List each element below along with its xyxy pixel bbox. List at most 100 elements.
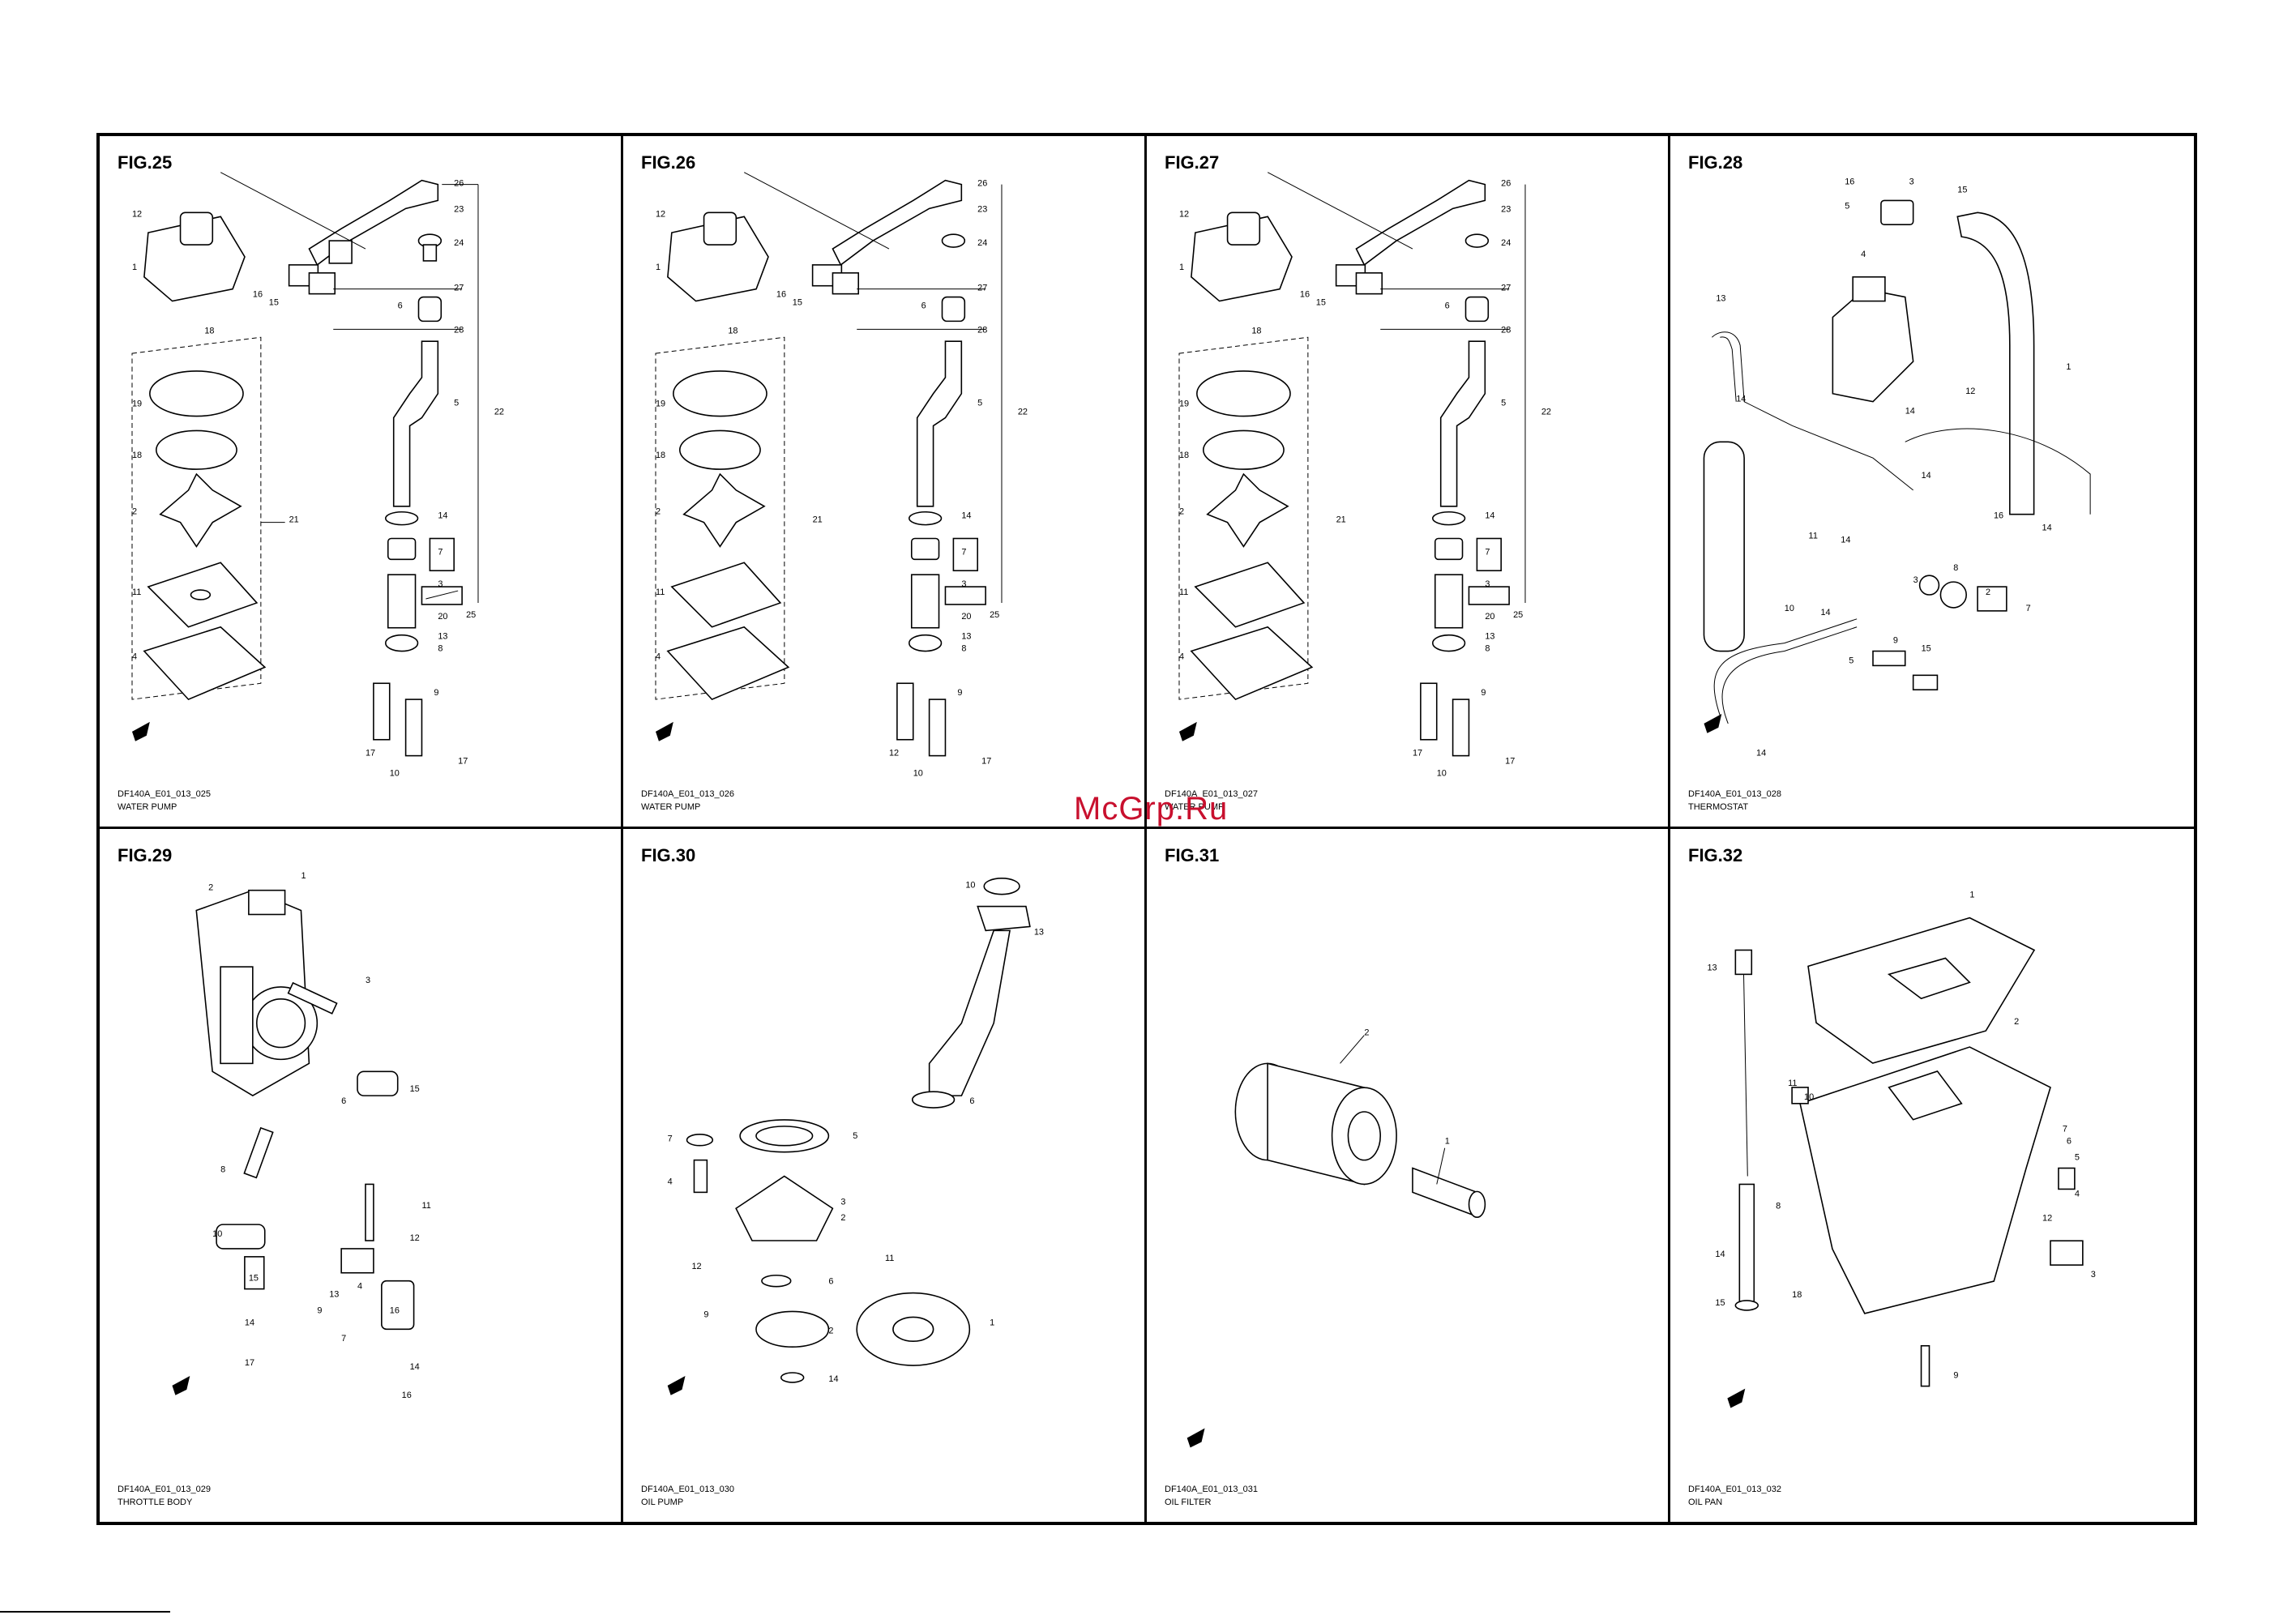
callout-number: 7 [668, 1134, 673, 1144]
callout-number: 12 [691, 1262, 701, 1271]
callout-number: 7 [2063, 1125, 2067, 1134]
callout-number: 2 [656, 507, 661, 517]
callout-number: 27 [1501, 284, 1511, 293]
callout-number: 5 [454, 399, 459, 408]
callout-number: 8 [1953, 563, 1958, 573]
callout-number: 7 [438, 547, 443, 557]
callout-number: 18 [1792, 1290, 1802, 1300]
footer-divider [0, 1611, 170, 1613]
callout-number: 1 [2066, 362, 2071, 372]
callout-number: 5 [1849, 656, 1853, 665]
callout-number: 8 [961, 644, 966, 654]
callout-number: 5 [1501, 399, 1506, 408]
callout-number: 10 [212, 1229, 222, 1239]
watermark-text: McGrp.Ru [1074, 791, 1229, 827]
figure-title: FIG.26 [641, 152, 696, 173]
callout-number: 25 [466, 610, 476, 620]
callout-number: 17 [1413, 749, 1422, 758]
callout-number: 3 [1909, 177, 1914, 187]
callout-number: 17 [981, 757, 991, 767]
callout-number: 16 [1994, 511, 2003, 521]
callout-number: 12 [656, 209, 665, 219]
callout-number: 9 [703, 1310, 708, 1319]
callout-number: 3 [840, 1197, 845, 1207]
callout-number: 14 [1820, 608, 1830, 617]
callout-number: 18 [1251, 326, 1261, 335]
callout-number: 14 [1756, 749, 1766, 758]
callout-number: 11 [1179, 587, 1188, 597]
callout-number: 12 [410, 1233, 420, 1243]
callout-number: 13 [1707, 963, 1717, 972]
callout-number: 8 [220, 1165, 225, 1175]
callout-number: 9 [1953, 1371, 1958, 1381]
callout-number: 2 [828, 1326, 833, 1335]
figure-panel-25: FIG.25 [100, 136, 623, 829]
figure-code: DF140A_E01_013_031 [1165, 1485, 1258, 1494]
callout-number: 2 [840, 1213, 845, 1223]
callout-number: 26 [454, 179, 464, 189]
callout-number: 6 [1445, 301, 1450, 311]
callout-number: 5 [977, 399, 982, 408]
figure-code: DF140A_E01_013_028 [1688, 789, 1781, 799]
callout-number: 24 [1501, 238, 1511, 248]
callout-number: 14 [410, 1362, 420, 1372]
callout-number: 11 [656, 587, 665, 597]
callout-number: 4 [1861, 250, 1866, 259]
callout-number: 2 [2014, 1017, 2019, 1027]
callout-number: 21 [813, 515, 823, 525]
callout-number: 8 [1776, 1201, 1781, 1211]
figure-title: FIG.25 [118, 152, 173, 173]
callout-number: 11 [1788, 1079, 1797, 1088]
parts-diagram-sheet: FIG.25 [96, 133, 2197, 1525]
callout-number: 16 [1300, 290, 1310, 300]
callout-number: 14 [961, 511, 971, 521]
callout-number: 15 [1715, 1298, 1725, 1308]
figure-caption: OIL PAN [1688, 1498, 1723, 1507]
callout-number: 19 [1179, 399, 1189, 409]
callout-number: 23 [454, 204, 464, 214]
figure-code: DF140A_E01_013_026 [641, 789, 734, 799]
callout-number: 4 [668, 1177, 673, 1186]
callout-number: 18 [728, 326, 738, 335]
callout-number: 1 [990, 1318, 994, 1327]
callout-number: 22 [494, 408, 504, 417]
figure-caption: OIL PUMP [641, 1498, 684, 1507]
callout-number: 23 [1501, 204, 1511, 214]
callout-number: 2 [1179, 507, 1184, 517]
callout-number: 11 [1809, 532, 1818, 541]
callout-number: 15 [269, 298, 279, 308]
callout-number: 13 [329, 1290, 339, 1300]
callout-number: 10 [965, 881, 975, 891]
callout-number: 14 [1922, 471, 1931, 481]
callout-number: 17 [458, 757, 468, 767]
callout-number: 3 [1913, 575, 1918, 585]
figure-title: FIG.27 [1165, 152, 1220, 173]
callout-number: 1 [1445, 1137, 1450, 1147]
callout-number: 14 [1905, 407, 1915, 417]
callout-number: 18 [656, 451, 665, 460]
callout-number: 26 [1501, 179, 1511, 189]
callout-number: 14 [828, 1374, 838, 1384]
callout-number: 17 [366, 749, 375, 758]
callout-number: 19 [656, 399, 665, 409]
callout-number: 14 [1736, 395, 1746, 404]
callout-number: 6 [341, 1096, 346, 1106]
callout-number: 4 [132, 652, 137, 661]
callout-number: 6 [828, 1277, 833, 1287]
callout-number: 18 [132, 451, 142, 460]
figure-caption: WATER PUMP [1165, 802, 1225, 812]
callout-number: 15 [1316, 298, 1326, 308]
callout-number: 23 [977, 204, 987, 214]
callout-number: 7 [1485, 547, 1490, 557]
callout-number: 27 [454, 284, 464, 293]
callout-number: 3 [438, 579, 443, 589]
figure-code: DF140A_E01_013_027 [1165, 789, 1258, 799]
callout-number: 25 [990, 610, 999, 620]
